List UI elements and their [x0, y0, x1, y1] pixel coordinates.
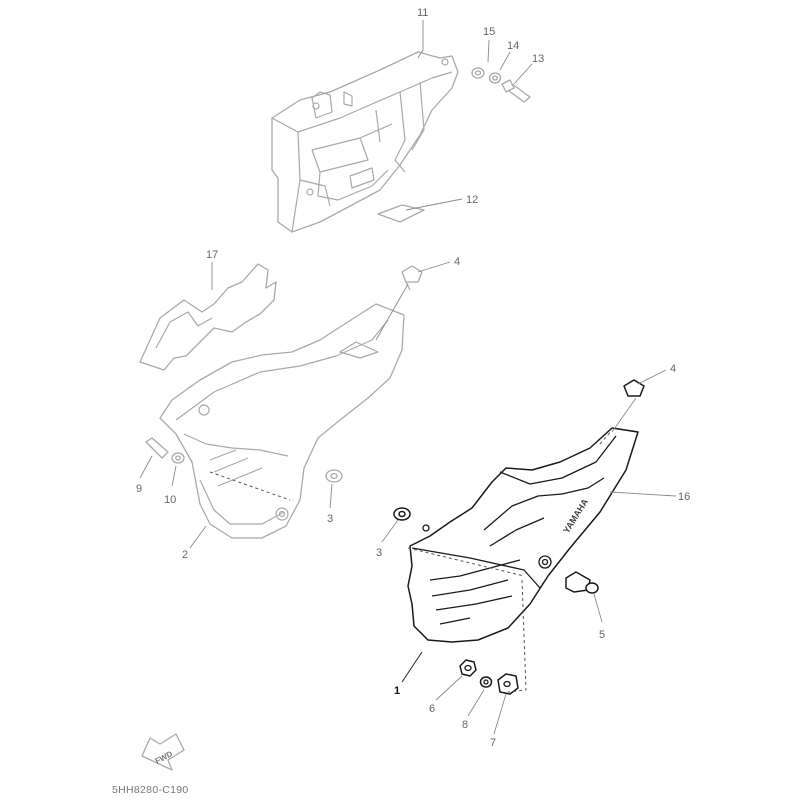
callout-13: 13 [532, 53, 544, 65]
callout-15: 15 [483, 26, 495, 38]
callouts: 11 15 14 13 12 4 17 9 10 3 2 4 16 3 5 1 … [136, 7, 690, 749]
callout-14: 14 [507, 40, 519, 52]
lower-fasteners [459, 659, 519, 695]
fwd-arrow: FWD [141, 733, 185, 771]
damper-3-right [393, 507, 411, 521]
callout-4-upper: 4 [454, 256, 460, 268]
callout-17: 17 [206, 249, 218, 261]
side-cover-1: YAMAHA [407, 427, 639, 643]
callout-9: 9 [136, 483, 142, 495]
callout-5: 5 [599, 629, 605, 641]
side-cover-2 [159, 303, 405, 539]
callout-3-right: 3 [376, 547, 382, 559]
battery-pad [377, 204, 425, 223]
callout-12: 12 [466, 194, 478, 206]
battery-box-fasteners [471, 67, 531, 103]
callout-10: 10 [164, 494, 176, 506]
callout-2: 2 [182, 549, 188, 561]
screw-5 [565, 571, 599, 594]
leader-lines [139, 20, 677, 735]
callout-11: 11 [417, 7, 428, 19]
battery-box [271, 51, 459, 233]
callout-8: 8 [462, 719, 468, 731]
decal-17 [139, 263, 277, 371]
callout-3-left: 3 [327, 513, 333, 525]
callout-16: 16 [678, 491, 690, 503]
grommet-4-upper [401, 265, 423, 291]
callout-4-right: 4 [670, 363, 676, 375]
alignment-line [507, 579, 527, 693]
drawing-code: 5HH8280-C190 [112, 784, 189, 796]
damper-3-left [325, 469, 343, 483]
callout-6: 6 [429, 703, 435, 715]
callout-7: 7 [490, 737, 496, 749]
bolt-washer-left [145, 437, 185, 464]
callout-1: 1 [394, 685, 400, 697]
